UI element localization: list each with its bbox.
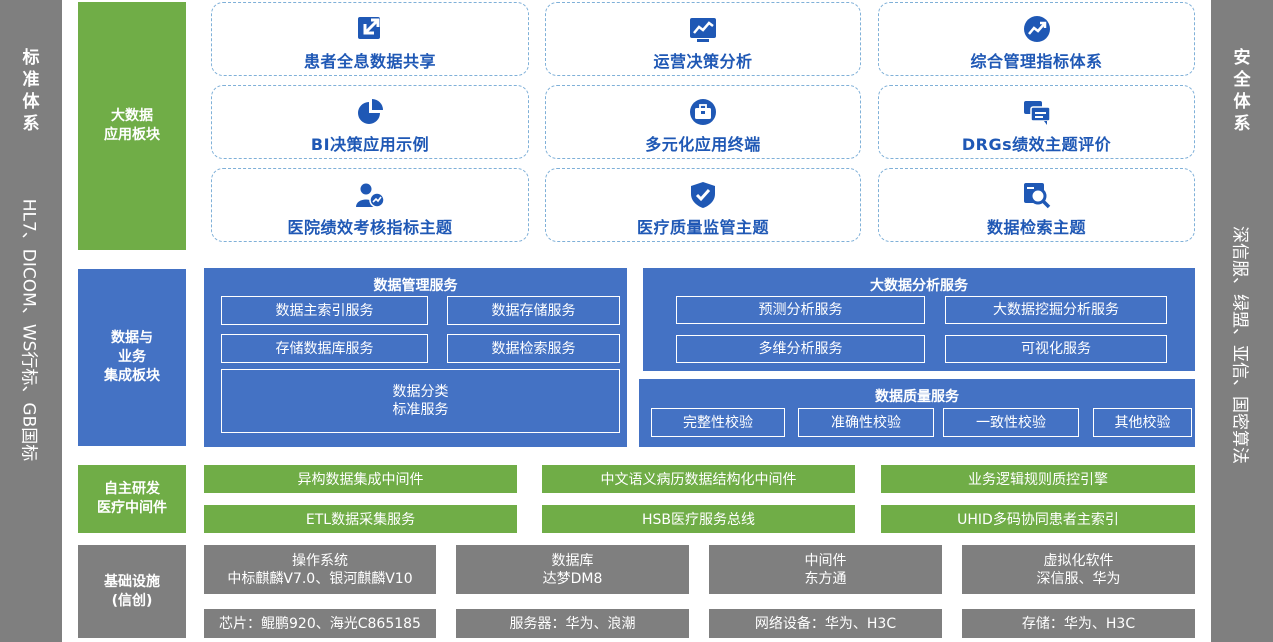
middleware-item[interactable]: UHID多码协同患者主索引	[881, 505, 1195, 533]
briefcase-icon	[690, 99, 716, 125]
app-card-terminals[interactable]: 多元化应用终端	[545, 85, 861, 159]
infra-server[interactable]: 服务器：华为、浪潮	[456, 609, 689, 638]
service-box[interactable]: 预测分析服务	[676, 296, 925, 324]
service-box[interactable]: 数据检索服务	[447, 334, 620, 363]
service-box[interactable]: 多维分析服务	[676, 335, 925, 363]
bigdata-analysis-panel: 大数据分析服务 预测分析服务 大数据挖掘分析服务 多维分析服务 可视化服务	[643, 268, 1195, 371]
app-card-share[interactable]: 患者全息数据共享	[211, 2, 529, 76]
user-chart-icon	[356, 183, 385, 208]
standards-title: 标 准 体 系	[22, 48, 40, 134]
service-box[interactable]: 存储数据库服务	[221, 334, 428, 363]
infra-virtualization[interactable]: 虚拟化软件 深信服、华为	[962, 545, 1195, 594]
infra-os[interactable]: 操作系统 中标麒麟V7.0、银河麒麟V10	[204, 545, 436, 594]
app-card-label: 患者全息数据共享	[303, 52, 436, 71]
classification-service-box[interactable]: 数据分类 标准服务	[221, 369, 620, 433]
standards-panel: 标 准 体 系 HL7、DICOM、WS行标、GB国标	[0, 0, 62, 642]
app-card-search[interactable]: 数据检索主题	[878, 168, 1195, 242]
check-box[interactable]: 准确性校验	[798, 408, 934, 437]
standards-subtitle: HL7、DICOM、WS行标、GB国标	[18, 198, 39, 462]
middleware-item[interactable]: HSB医疗服务总线	[542, 505, 855, 533]
data-management-title: 数据管理服务	[373, 278, 458, 294]
app-card-label: 综合管理指标体系	[970, 52, 1103, 71]
pie-chart-icon	[358, 99, 383, 124]
trend-up-icon	[1023, 16, 1050, 42]
security-panel: 安 全 体 系 深信服、绿盟、亚信、国密算法	[1211, 0, 1273, 642]
row-label-infra: 基础设施 (信创)	[78, 545, 186, 638]
data-quality-title: 数据质量服务	[875, 389, 959, 405]
infra-storage[interactable]: 存储：华为、H3C	[962, 609, 1195, 638]
app-card-operations[interactable]: 运营决策分析	[545, 2, 861, 76]
security-subtitle: 深信服、绿盟、亚信、国密算法	[1229, 226, 1250, 464]
infra-middleware[interactable]: 中间件 东方通	[709, 545, 942, 594]
check-box[interactable]: 完整性校验	[651, 408, 785, 437]
infra-database[interactable]: 数据库 达梦DM8	[456, 545, 689, 594]
app-card-label: BI决策应用示例	[310, 135, 430, 154]
middleware-item[interactable]: 中文语义病历数据结构化中间件	[542, 465, 855, 493]
row-label-integration: 数据与 业务 集成板块	[78, 269, 186, 446]
shield-check-icon	[691, 182, 715, 208]
magnifier-icon	[1023, 183, 1050, 209]
share-arrow-icon	[358, 17, 380, 39]
middleware-item[interactable]: 异构数据集成中间件	[204, 465, 517, 493]
app-card-quality[interactable]: 医疗质量监管主题	[545, 168, 861, 242]
app-card-label: DRGs绩效主题评价	[961, 135, 1112, 154]
app-card-label: 医院绩效考核指标主题	[287, 218, 453, 237]
service-box[interactable]: 数据主索引服务	[221, 296, 428, 325]
infra-network[interactable]: 网络设备：华为、H3C	[709, 609, 942, 638]
row-label-app: 大数据 应用板块	[78, 2, 186, 250]
bigdata-analysis-title: 大数据分析服务	[870, 278, 968, 294]
app-card-bi[interactable]: BI决策应用示例	[211, 85, 529, 159]
service-box[interactable]: 可视化服务	[945, 335, 1167, 363]
service-box[interactable]: 大数据挖掘分析服务	[945, 296, 1167, 324]
row-label-middleware: 自主研发 医疗中间件	[78, 465, 186, 533]
app-card-label: 运营决策分析	[653, 52, 753, 71]
middleware-item[interactable]: 业务逻辑规则质控引擎	[881, 465, 1195, 493]
app-card-label: 多元化应用终端	[645, 135, 761, 154]
chat-bubbles-icon	[1023, 101, 1051, 125]
check-box[interactable]: 其他校验	[1093, 408, 1192, 437]
middleware-item[interactable]: ETL数据采集服务	[204, 505, 517, 533]
app-card-indicators[interactable]: 综合管理指标体系	[878, 2, 1195, 76]
data-management-panel: 数据管理服务 数据主索引服务 数据存储服务 存储数据库服务 数据检索服务 数据分…	[204, 268, 627, 447]
infra-chip[interactable]: 芯片：鲲鹏920、海光C865185	[204, 609, 436, 638]
security-title: 安 全 体 系	[1233, 48, 1251, 134]
service-box[interactable]: 数据存储服务	[447, 296, 620, 325]
app-card-performance[interactable]: 医院绩效考核指标主题	[211, 168, 529, 242]
app-card-drgs[interactable]: DRGs绩效主题评价	[878, 85, 1195, 159]
app-card-label: 数据检索主题	[986, 218, 1086, 237]
line-chart-icon	[690, 18, 716, 42]
data-quality-panel: 数据质量服务 完整性校验 准确性校验 一致性校验 其他校验	[639, 379, 1195, 447]
check-box[interactable]: 一致性校验	[943, 408, 1079, 437]
app-card-label: 医疗质量监管主题	[636, 218, 769, 237]
